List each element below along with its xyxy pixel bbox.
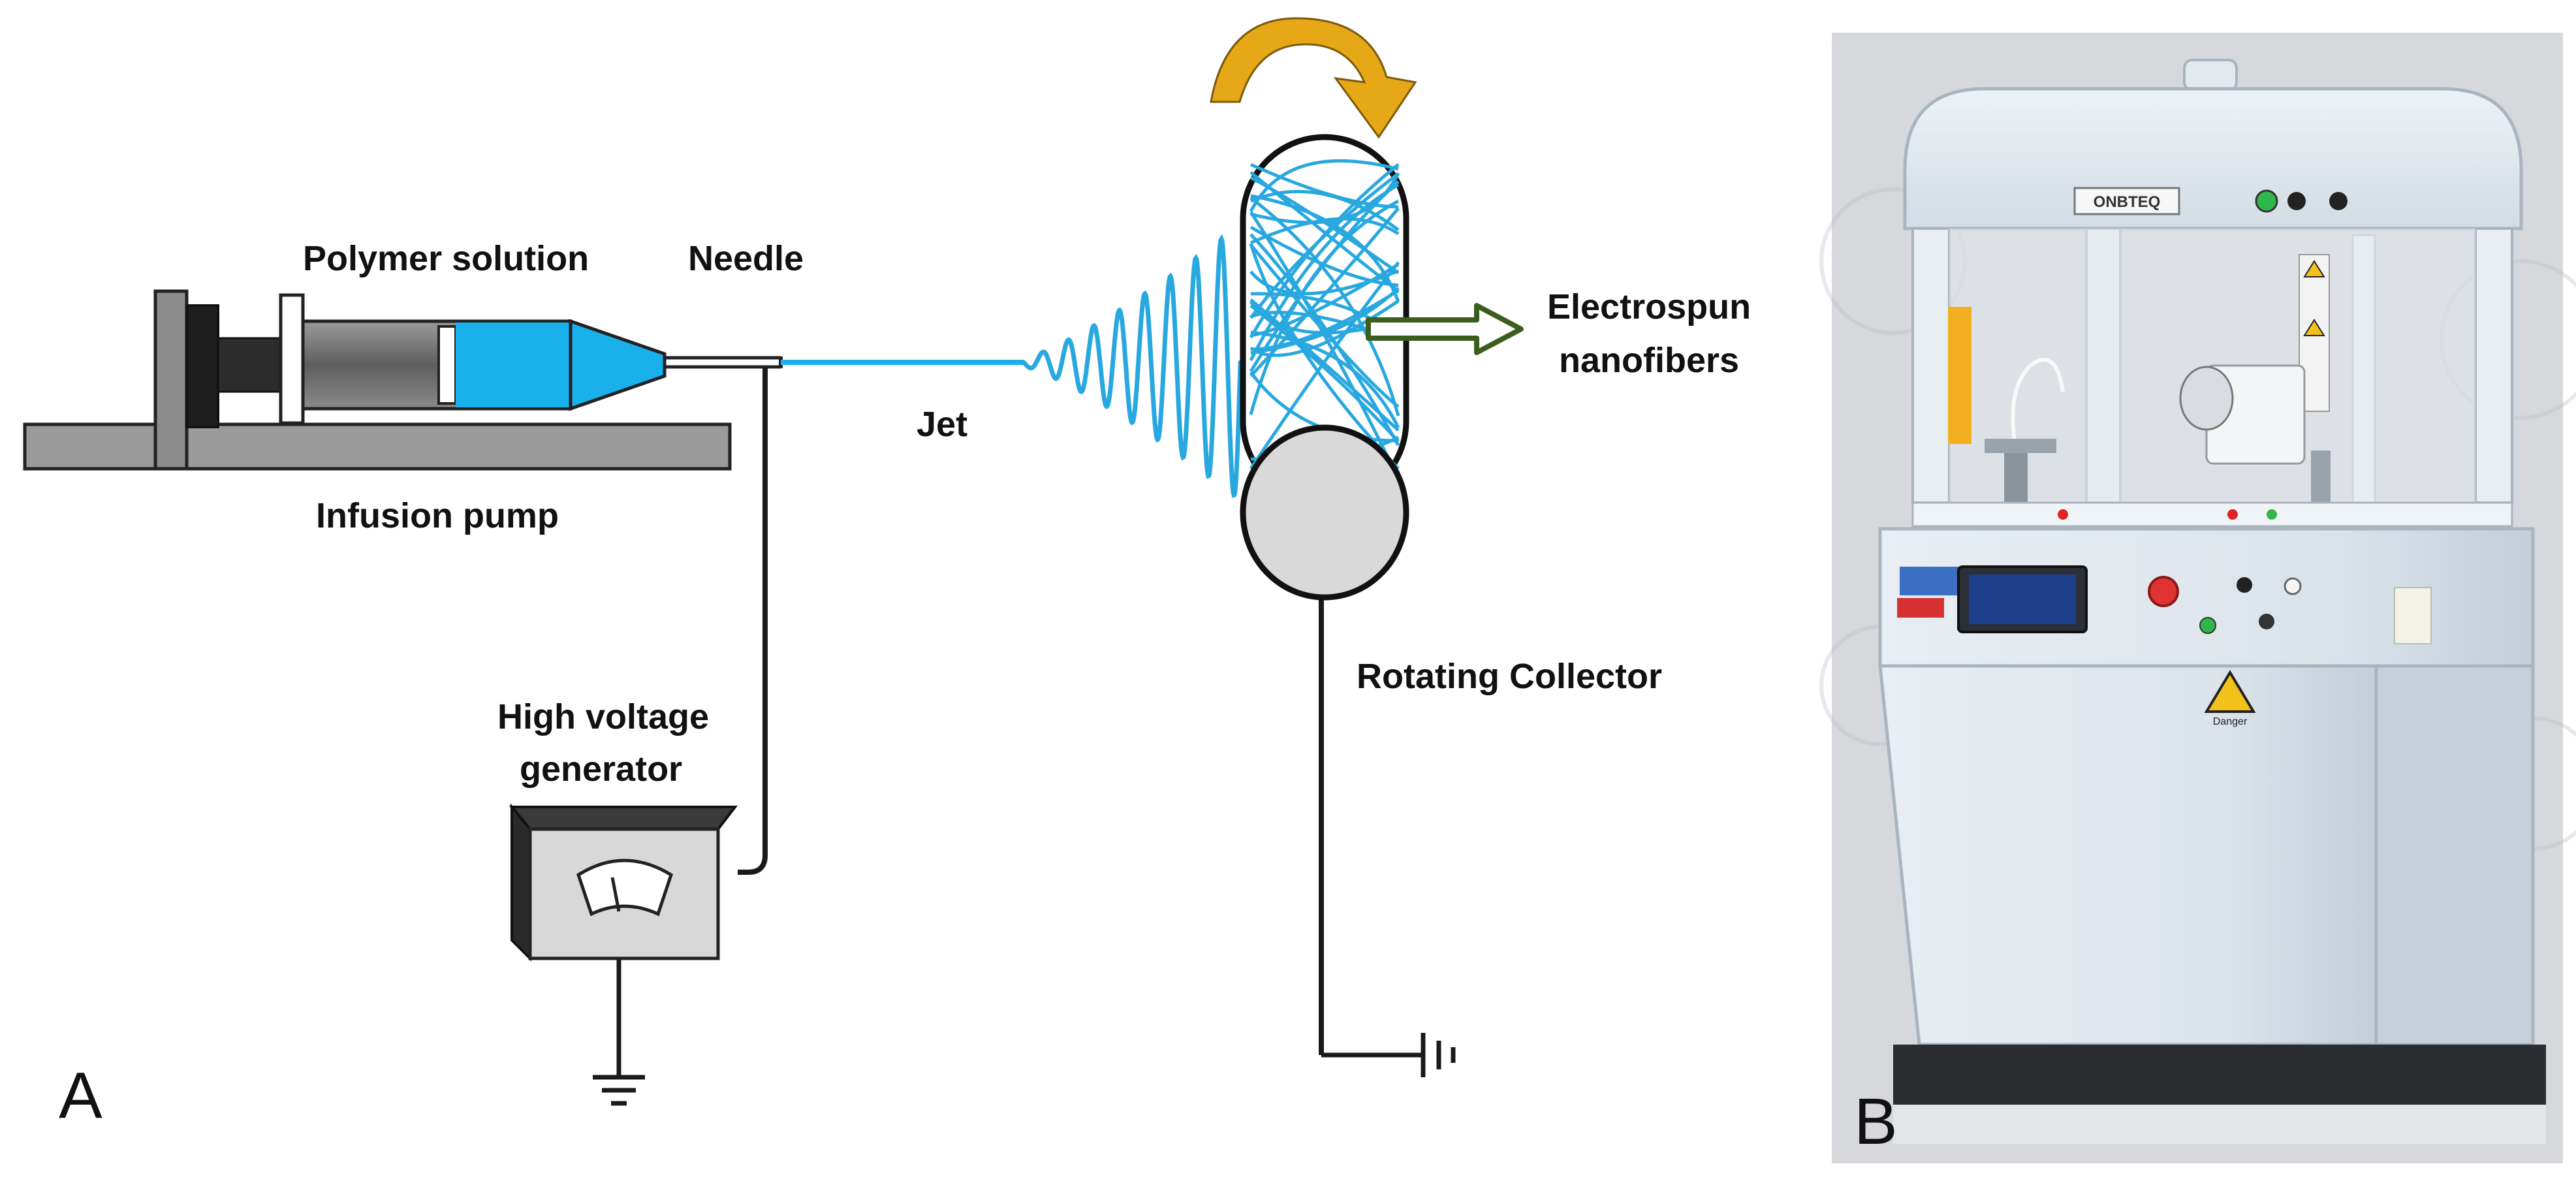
- collector-drum: [2179, 366, 2234, 431]
- output-arrow: [1366, 303, 1524, 355]
- generator-top-face: [509, 806, 738, 830]
- label-needle: Needle: [688, 239, 804, 278]
- cabinet-side-plate: [2394, 587, 2432, 644]
- panel-label-a: A: [59, 1059, 102, 1132]
- console-switch-4: [2259, 614, 2274, 629]
- warning-triangle-small-1: [2303, 260, 2325, 277]
- nanofiber-strand: [1249, 176, 1400, 275]
- label-sticker-red: [1897, 598, 1944, 618]
- syringe-taper: [569, 319, 667, 411]
- machine-base-floor: [1893, 1105, 2546, 1144]
- left-column: [1911, 227, 1951, 504]
- right-column: [2474, 227, 2513, 504]
- label-sticker-blue: [1900, 567, 1958, 595]
- pump-block: [185, 304, 219, 428]
- plunger-flange: [279, 293, 305, 425]
- nanofiber-strand: [1249, 159, 1399, 213]
- rotation-arrow: [1210, 17, 1417, 139]
- high-voltage-warning-sign: [2204, 670, 2256, 713]
- nanofiber-strand: [1250, 194, 1400, 302]
- label-generator: generator: [520, 749, 682, 789]
- high-voltage-generator: [509, 803, 738, 962]
- nanofiber-strand: [1249, 371, 1399, 443]
- nanofiber-strand: [1249, 199, 1400, 415]
- machine-hood: [1903, 87, 2523, 230]
- nanofiber-strand: [1249, 183, 1400, 362]
- gauge-dial: [576, 859, 674, 917]
- whipping-instability-spiral: [1021, 234, 1243, 498]
- console-switch-3: [2199, 617, 2216, 634]
- pump-post: [153, 289, 189, 471]
- brand-plate: [2073, 187, 2180, 215]
- pump-base-rail: [23, 422, 732, 471]
- machine-photo-panel: ONBTEQ: [1819, 33, 2576, 1163]
- label-rotating-collector: Rotating Collector: [1357, 657, 1662, 696]
- gauge-needle: [610, 877, 621, 912]
- nanofiber-strand: [1249, 172, 1400, 319]
- floor-led-green: [2267, 509, 2277, 520]
- generator-front-face: [528, 827, 720, 960]
- infusion-pump: [23, 289, 732, 471]
- label-polymer-solution: Polymer solution: [303, 239, 589, 278]
- jet-and-whipping: [781, 234, 1243, 498]
- nanofiber-output-arrow: [1366, 303, 1524, 355]
- needle-holder-left-post: [2004, 453, 2028, 505]
- panel-label-b: B: [1854, 1085, 1898, 1158]
- plunger-rod: [217, 337, 285, 393]
- yellow-warning-strip: [1948, 307, 1971, 444]
- machine-top-knob: [2183, 59, 2238, 91]
- console-switch-2: [2284, 577, 2302, 595]
- electric-wiring: [593, 368, 1456, 1106]
- machine-cabinet-side: [2374, 664, 2535, 1047]
- rotating-collector: [1210, 17, 1417, 601]
- label-infusion-pump: Infusion pump: [316, 496, 559, 535]
- nanofiber-strand: [1249, 225, 1399, 287]
- right-holder: [2311, 450, 2331, 503]
- polymer-solution-fill: [456, 323, 571, 407]
- label-high-voltage: High voltage: [497, 697, 709, 736]
- nanofiber-strand: [1249, 197, 1400, 417]
- nanofiber-strand: [1249, 244, 1400, 408]
- nanofiber-strand: [1249, 163, 1399, 209]
- brand-plate-text: ONBTEQ: [2094, 193, 2161, 211]
- syringe: [217, 293, 783, 425]
- warning-sign-text: Danger: [2213, 716, 2248, 727]
- needle-to-generator-wire: [738, 368, 768, 875]
- floor-led-red-1: [2058, 509, 2068, 520]
- console-switch-1: [2237, 577, 2252, 593]
- plunger-tip: [437, 325, 457, 405]
- machine-cabinet: [1878, 664, 2378, 1047]
- nanofiber-strand: [1249, 298, 1400, 432]
- collector-drum-end: [1240, 424, 1409, 601]
- chamber-floor: [1911, 501, 2513, 528]
- deposited-nanofiber-mesh: [1249, 159, 1400, 480]
- nanofiber-strand: [1249, 217, 1400, 245]
- power-indicator-green: [2255, 189, 2278, 213]
- control-knob-1: [2287, 192, 2306, 210]
- spinneret-tube: [2011, 358, 2065, 458]
- control-knob-2: [2329, 192, 2348, 210]
- label-jet: Jet: [917, 405, 967, 444]
- schematic-labels: Polymer solution Needle Infusion pump Je…: [59, 239, 1751, 1132]
- machine-base: [1893, 1045, 2546, 1105]
- warning-triangle-small-2: [2303, 319, 2325, 336]
- needle-holder-left: [1985, 439, 2056, 453]
- emergency-stop-button: [2148, 576, 2179, 607]
- label-nanofibers: nanofibers: [1559, 341, 1739, 380]
- floor-led-red-2: [2227, 509, 2238, 520]
- touch-screen: [1969, 575, 2076, 624]
- label-electrospun: Electrospun: [1547, 287, 1751, 326]
- generator-side-face: [510, 803, 531, 962]
